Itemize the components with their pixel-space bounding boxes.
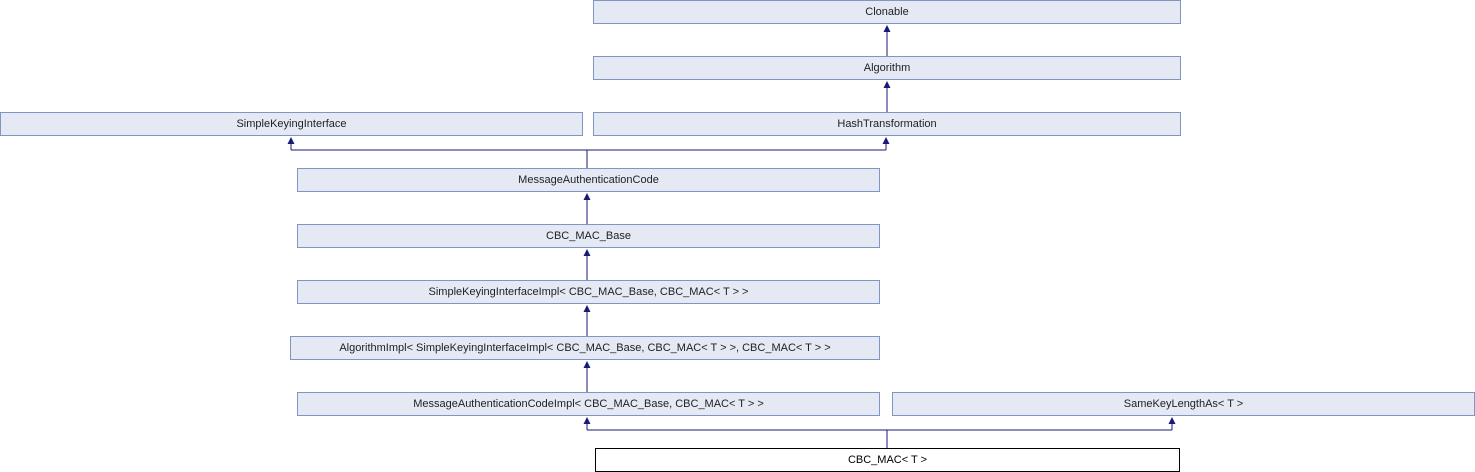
class-node-label: HashTransformation [837,117,937,130]
class-node-simple-keying-interface-impl[interactable]: SimpleKeyingInterfaceImpl< CBC_MAC_Base,… [297,280,880,304]
class-node-algorithm-impl[interactable]: AlgorithmImpl< SimpleKeyingInterfaceImpl… [290,336,880,360]
class-node-label: CBC_MAC_Base [546,229,631,242]
class-node-label: Clonable [865,5,909,18]
class-node-cbc-mac[interactable]: CBC_MAC< T > [595,448,1180,472]
class-node-clonable[interactable]: Clonable [593,0,1181,24]
class-node-message-authentication-code[interactable]: MessageAuthenticationCode [297,168,880,192]
class-node-hash-transformation[interactable]: HashTransformation [593,112,1181,136]
class-node-label: SimpleKeyingInterfaceImpl< CBC_MAC_Base,… [428,285,749,298]
class-node-label: SimpleKeyingInterface [236,117,347,130]
class-node-label: Algorithm [863,61,911,74]
class-node-label: AlgorithmImpl< SimpleKeyingInterfaceImpl… [339,341,831,354]
class-node-label: SameKeyLengthAs< T > [1123,397,1244,410]
class-node-cbc-mac-base[interactable]: CBC_MAC_Base [297,224,880,248]
class-node-algorithm[interactable]: Algorithm [593,56,1181,80]
class-node-label: MessageAuthenticationCodeImpl< CBC_MAC_B… [413,397,764,410]
class-node-simple-keying-interface[interactable]: SimpleKeyingInterface [0,112,583,136]
class-node-same-key-length-as[interactable]: SameKeyLengthAs< T > [892,392,1475,416]
class-node-label: CBC_MAC< T > [847,453,928,466]
class-node-message-authentication-code-impl[interactable]: MessageAuthenticationCodeImpl< CBC_MAC_B… [297,392,880,416]
class-node-label: MessageAuthenticationCode [518,173,659,186]
